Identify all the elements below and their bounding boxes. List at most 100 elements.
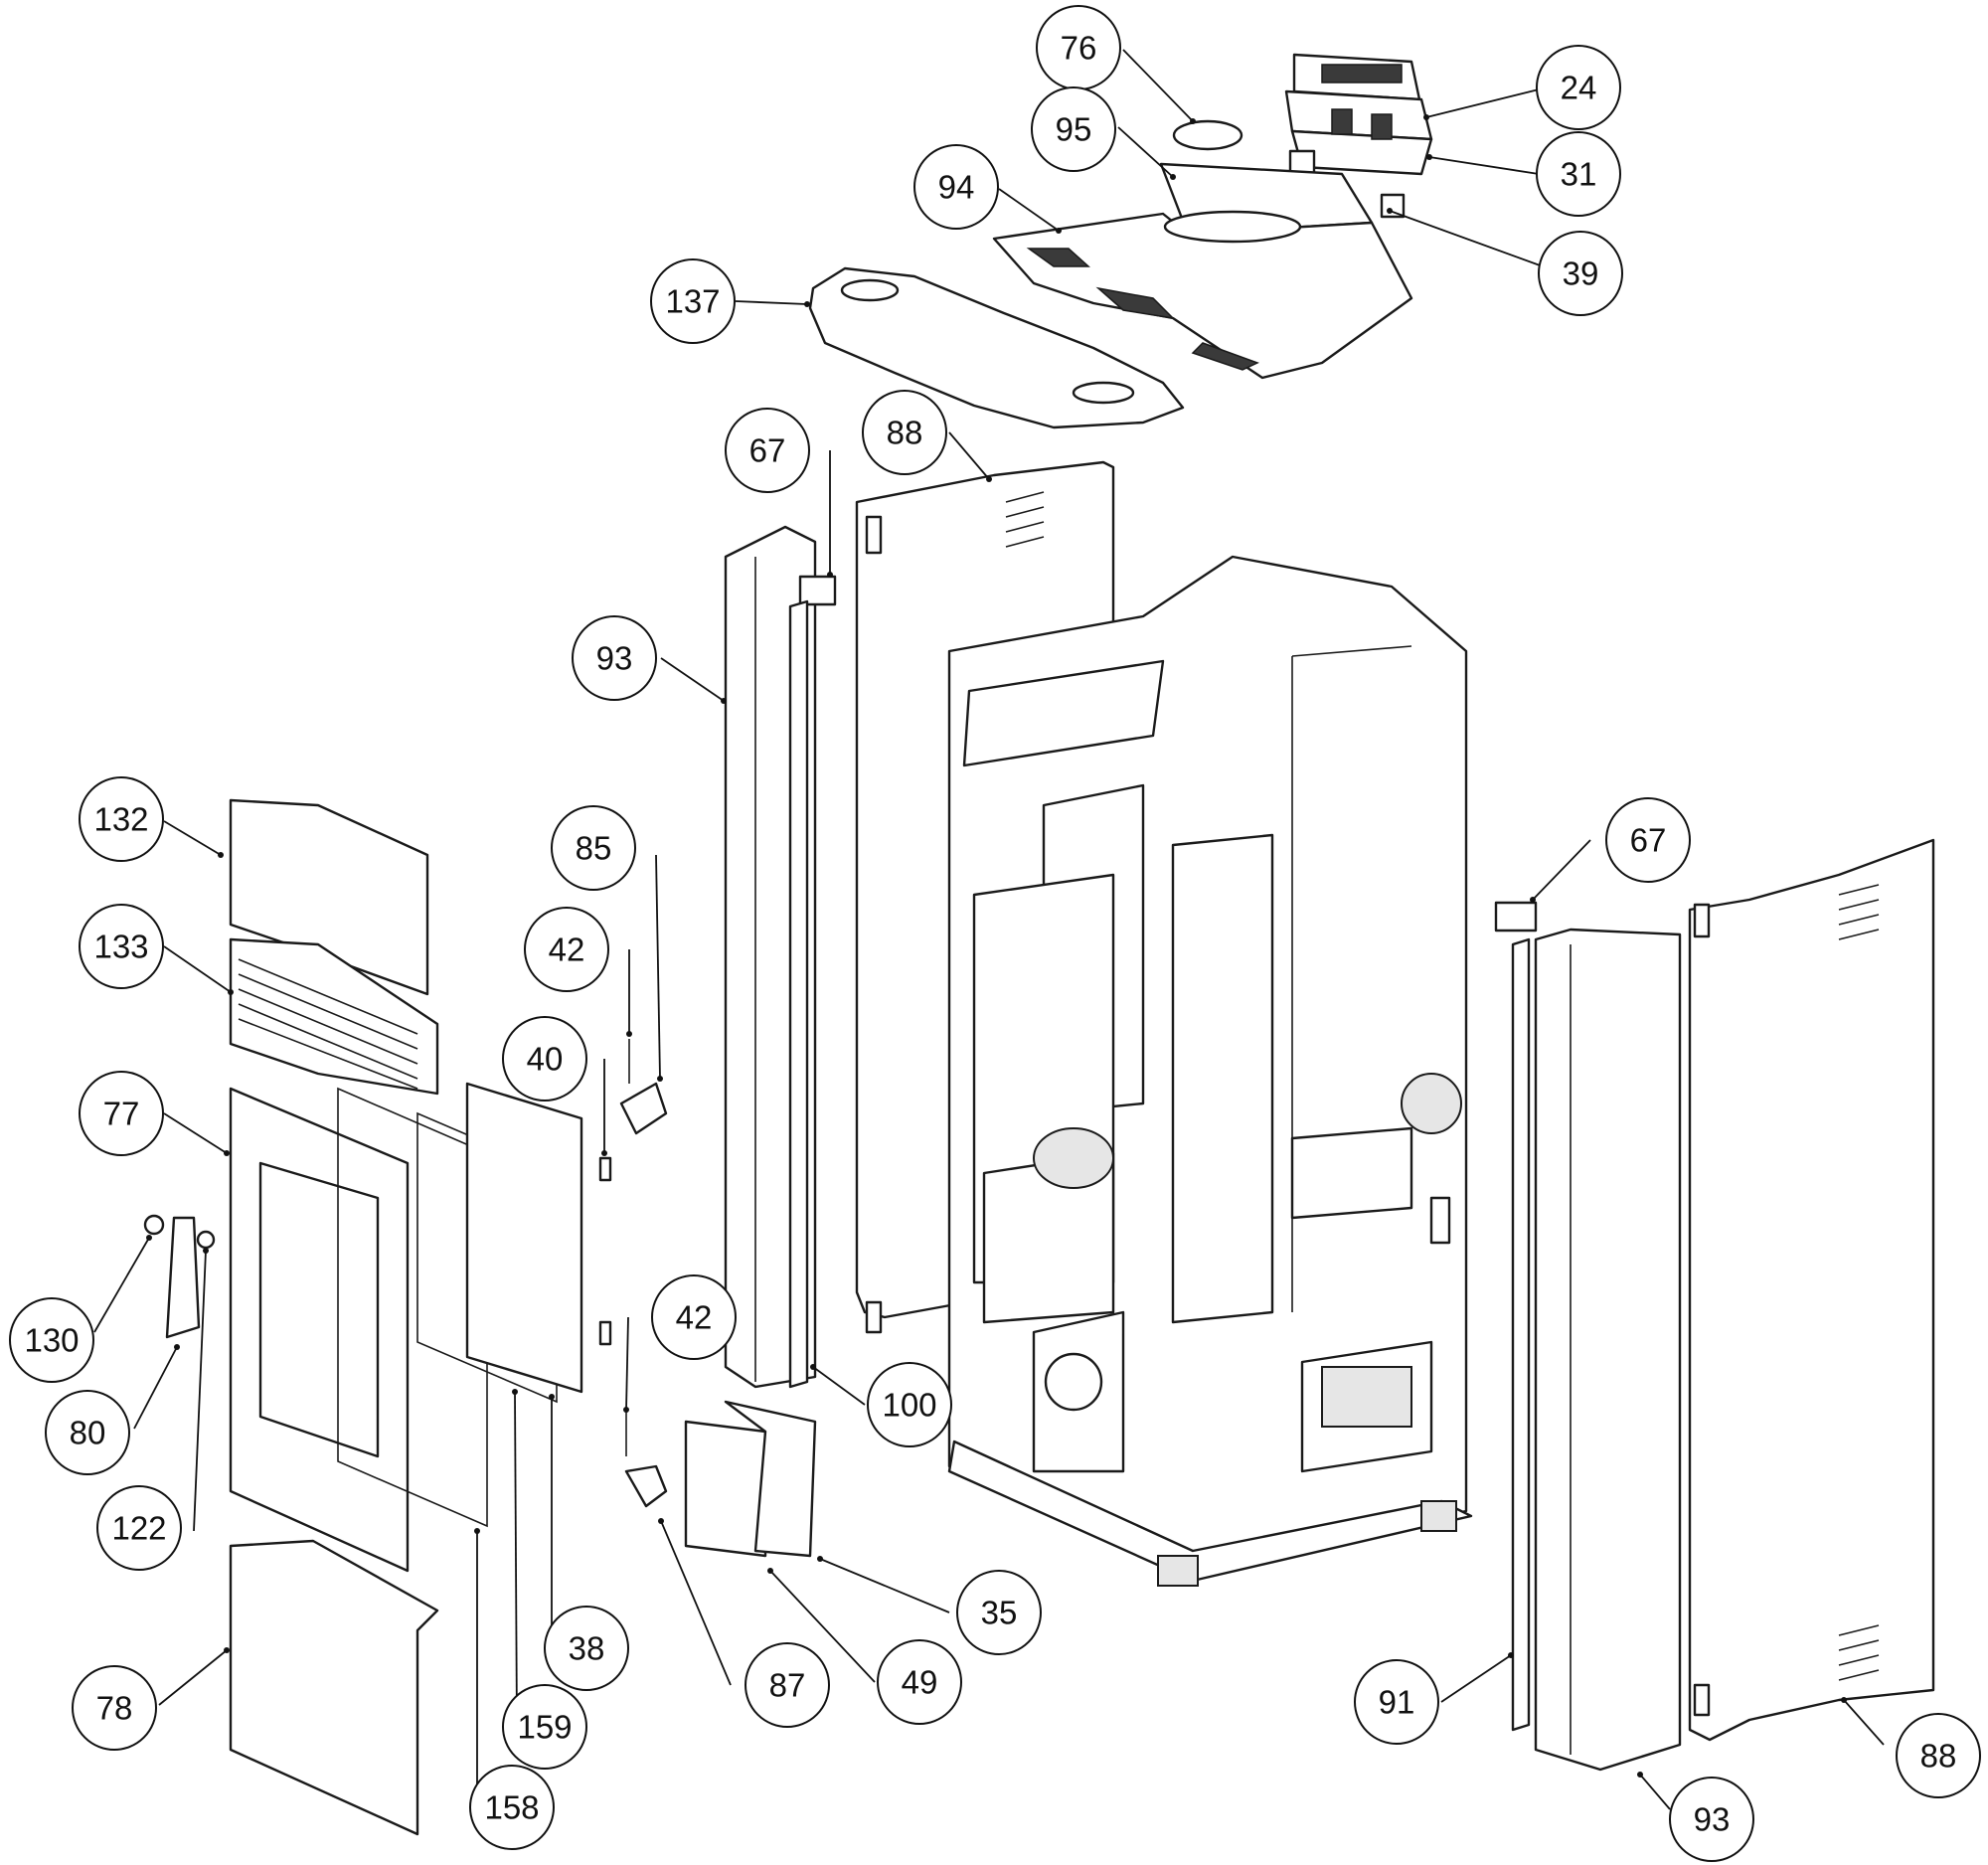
callout-circle bbox=[1536, 45, 1621, 130]
gasket-outer-part bbox=[337, 1087, 488, 1528]
callout-label: 122 bbox=[111, 1510, 166, 1547]
callout-93: 93 bbox=[572, 615, 727, 704]
callout-78: 78 bbox=[72, 1647, 230, 1751]
leader-line bbox=[660, 1520, 732, 1686]
callout-67: 67 bbox=[1530, 797, 1691, 903]
callout-93: 93 bbox=[1637, 1772, 1754, 1862]
callout-circle bbox=[79, 1071, 164, 1156]
callout-label: 67 bbox=[1630, 822, 1667, 859]
cover-frame-part bbox=[724, 1400, 817, 1558]
leader-arrow bbox=[817, 1556, 823, 1562]
clip-part bbox=[598, 1156, 612, 1182]
leader-line bbox=[193, 1250, 207, 1532]
callout-circle bbox=[1354, 1659, 1439, 1745]
callout-circle bbox=[79, 904, 164, 989]
callout-42: 42 bbox=[524, 907, 632, 1037]
right-front-trim-part bbox=[1534, 928, 1682, 1772]
leader-line bbox=[819, 1558, 950, 1613]
callout-circle bbox=[524, 907, 609, 992]
callout-circle bbox=[862, 390, 947, 475]
callout-label: 100 bbox=[882, 1387, 936, 1424]
callout-circle bbox=[1669, 1777, 1754, 1862]
louvre-grille-part bbox=[229, 937, 439, 1096]
callout-label: 158 bbox=[484, 1789, 539, 1826]
callout-label: 130 bbox=[24, 1322, 79, 1359]
small-bracket-part-right bbox=[1494, 901, 1538, 932]
bottom-panel-part bbox=[229, 1539, 439, 1836]
callout-circle bbox=[72, 1665, 157, 1751]
callout-label: 132 bbox=[93, 801, 148, 838]
callout-24: 24 bbox=[1423, 45, 1621, 130]
callout-circle bbox=[877, 1639, 962, 1725]
cover-disc-part bbox=[1172, 119, 1243, 151]
callout-label: 31 bbox=[1561, 156, 1597, 193]
glass-part bbox=[465, 1082, 583, 1394]
callout-label: 24 bbox=[1561, 70, 1597, 106]
callout-circle bbox=[544, 1606, 629, 1691]
callout-circle bbox=[650, 258, 736, 344]
leader-arrow bbox=[1841, 1697, 1847, 1703]
callout-circle bbox=[9, 1297, 94, 1383]
bracket-part-2 bbox=[1380, 193, 1406, 219]
callout-31: 31 bbox=[1426, 131, 1621, 217]
clip-part-2 bbox=[598, 1320, 612, 1346]
leader-arrow bbox=[203, 1248, 209, 1254]
callout-label: 88 bbox=[887, 415, 923, 451]
callout-label: 42 bbox=[676, 1299, 713, 1336]
leader-line bbox=[163, 1112, 228, 1154]
door-part bbox=[229, 1087, 410, 1573]
callout-circle bbox=[725, 408, 810, 493]
leader-line bbox=[158, 1649, 228, 1706]
callout-94: 94 bbox=[913, 144, 1062, 234]
leader-arrow bbox=[601, 1150, 607, 1156]
hinge-part bbox=[619, 1082, 668, 1135]
control-panel-part bbox=[1284, 53, 1433, 176]
leader-line bbox=[1428, 156, 1540, 175]
callout-85: 85 bbox=[551, 805, 663, 1082]
callout-76: 76 bbox=[1036, 5, 1196, 124]
leader-line bbox=[1389, 210, 1544, 267]
handle-lever-part bbox=[165, 1216, 201, 1339]
callout-circle bbox=[502, 1684, 587, 1770]
callout-circle bbox=[45, 1390, 130, 1475]
top-grille-cover-part bbox=[229, 798, 429, 996]
callout-label: 91 bbox=[1379, 1684, 1415, 1721]
callout-circle bbox=[469, 1765, 555, 1850]
callout-137: 137 bbox=[650, 258, 810, 344]
callout-122: 122 bbox=[96, 1248, 209, 1571]
leader-arrow bbox=[228, 989, 234, 995]
callout-77: 77 bbox=[79, 1071, 230, 1156]
knob-part bbox=[143, 1214, 165, 1236]
callout-label: 39 bbox=[1563, 255, 1599, 292]
washer-part bbox=[196, 1230, 216, 1250]
leader-arrow bbox=[810, 1364, 816, 1370]
leader-arrow bbox=[224, 1150, 230, 1156]
leader-line bbox=[769, 1570, 876, 1683]
right-rail-part bbox=[1511, 937, 1531, 1732]
leader-arrow bbox=[1426, 154, 1432, 160]
leader-arrow bbox=[146, 1235, 152, 1241]
callout-label: 137 bbox=[665, 283, 720, 320]
callout-42: 42 bbox=[623, 1274, 737, 1413]
callout-label: 78 bbox=[96, 1690, 133, 1727]
leader-arrow bbox=[1637, 1772, 1643, 1778]
leader-line bbox=[93, 1237, 150, 1333]
callout-circle bbox=[1605, 797, 1691, 883]
callout-67: 67 bbox=[725, 408, 833, 578]
callout-132: 132 bbox=[79, 776, 224, 862]
leader-line bbox=[1843, 1699, 1885, 1746]
callout-40: 40 bbox=[502, 1016, 607, 1156]
callout-label: 40 bbox=[527, 1041, 564, 1078]
leader-arrow bbox=[827, 572, 833, 578]
callout-label: 85 bbox=[576, 830, 612, 867]
leader-line bbox=[660, 657, 725, 702]
callout-label: 94 bbox=[938, 169, 975, 206]
callout-circle bbox=[651, 1274, 737, 1360]
leader-arrow bbox=[721, 698, 727, 704]
callout-label: 77 bbox=[103, 1096, 140, 1132]
leader-arrow bbox=[658, 1518, 664, 1524]
callout-130: 130 bbox=[9, 1235, 152, 1383]
callout-label: 42 bbox=[549, 932, 585, 968]
